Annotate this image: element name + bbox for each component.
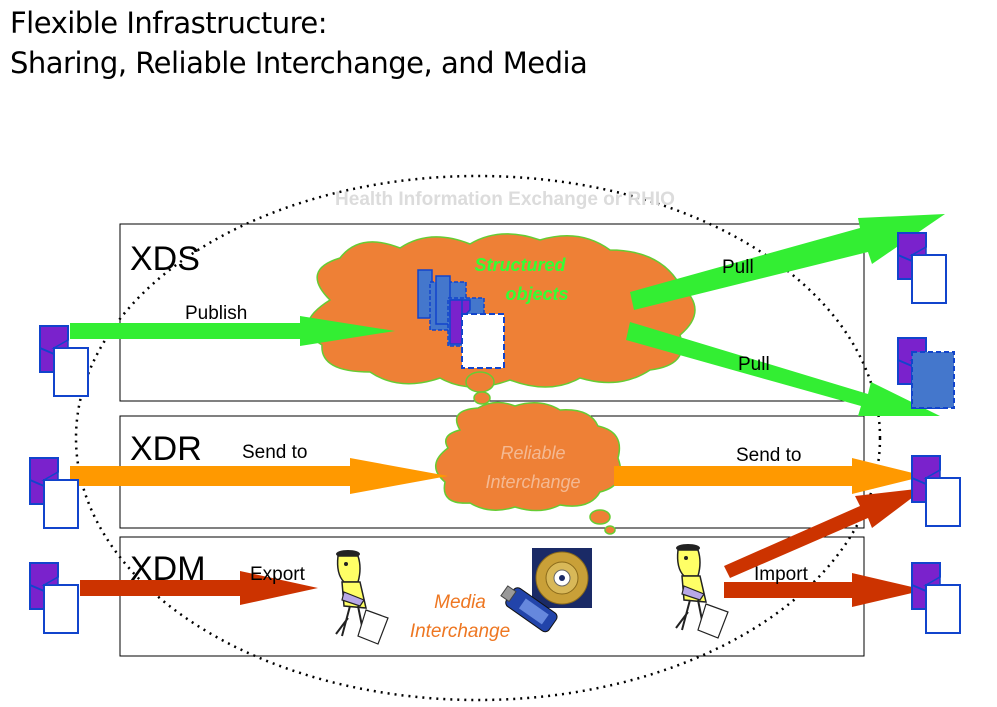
export-label: Export	[250, 564, 306, 585]
pull-top-label: Pull	[722, 257, 754, 278]
xdr-send-right-label: Send to	[736, 445, 802, 466]
send-to-right-arrow	[614, 458, 925, 494]
document-icon	[897, 337, 955, 409]
import-diagonal-arrow	[724, 488, 925, 578]
send-to-left-arrow	[70, 458, 448, 494]
hie-boundary	[74, 174, 882, 702]
xdr-cloud	[435, 401, 622, 535]
page-title-line1: Flexible Infrastructure:	[10, 6, 328, 40]
media-label-line1: Media	[434, 592, 486, 613]
xdr-send-left-label: Send to	[242, 442, 308, 463]
document-icon	[911, 562, 961, 634]
document-icon	[911, 455, 961, 527]
document-icon	[29, 562, 79, 634]
media-label-line2: Interchange	[410, 621, 510, 642]
document-icon	[417, 269, 505, 369]
publish-label: Publish	[185, 303, 247, 324]
cd-icon	[532, 548, 592, 608]
xds-cloud-label-line2: objects	[505, 284, 568, 304]
xdr-cloud-label-line1: Reliable	[500, 443, 565, 463]
xdm-label: XDM	[130, 550, 206, 588]
xds-label: XDS	[130, 240, 200, 278]
xds-cloud-label-line1: Structured	[474, 255, 566, 275]
pull-bottom-arrow	[626, 322, 940, 416]
usb-drive-icon	[500, 585, 558, 633]
xdr-cloud-label-line2: Interchange	[485, 472, 580, 492]
xdr-label: XDR	[130, 430, 202, 468]
pull-top-arrow	[630, 214, 945, 310]
export-arrow	[80, 571, 318, 605]
publish-arrow	[70, 316, 395, 346]
import-label: Import	[754, 564, 809, 585]
hie-label: Health Information Exchange or RHIO	[335, 189, 675, 210]
page-title-line2: Sharing, Reliable Interchange, and Media	[10, 46, 588, 80]
document-icon	[897, 232, 947, 304]
xds-cloud	[307, 233, 696, 405]
import-arrow	[724, 573, 925, 607]
pull-bottom-label: Pull	[738, 354, 770, 375]
